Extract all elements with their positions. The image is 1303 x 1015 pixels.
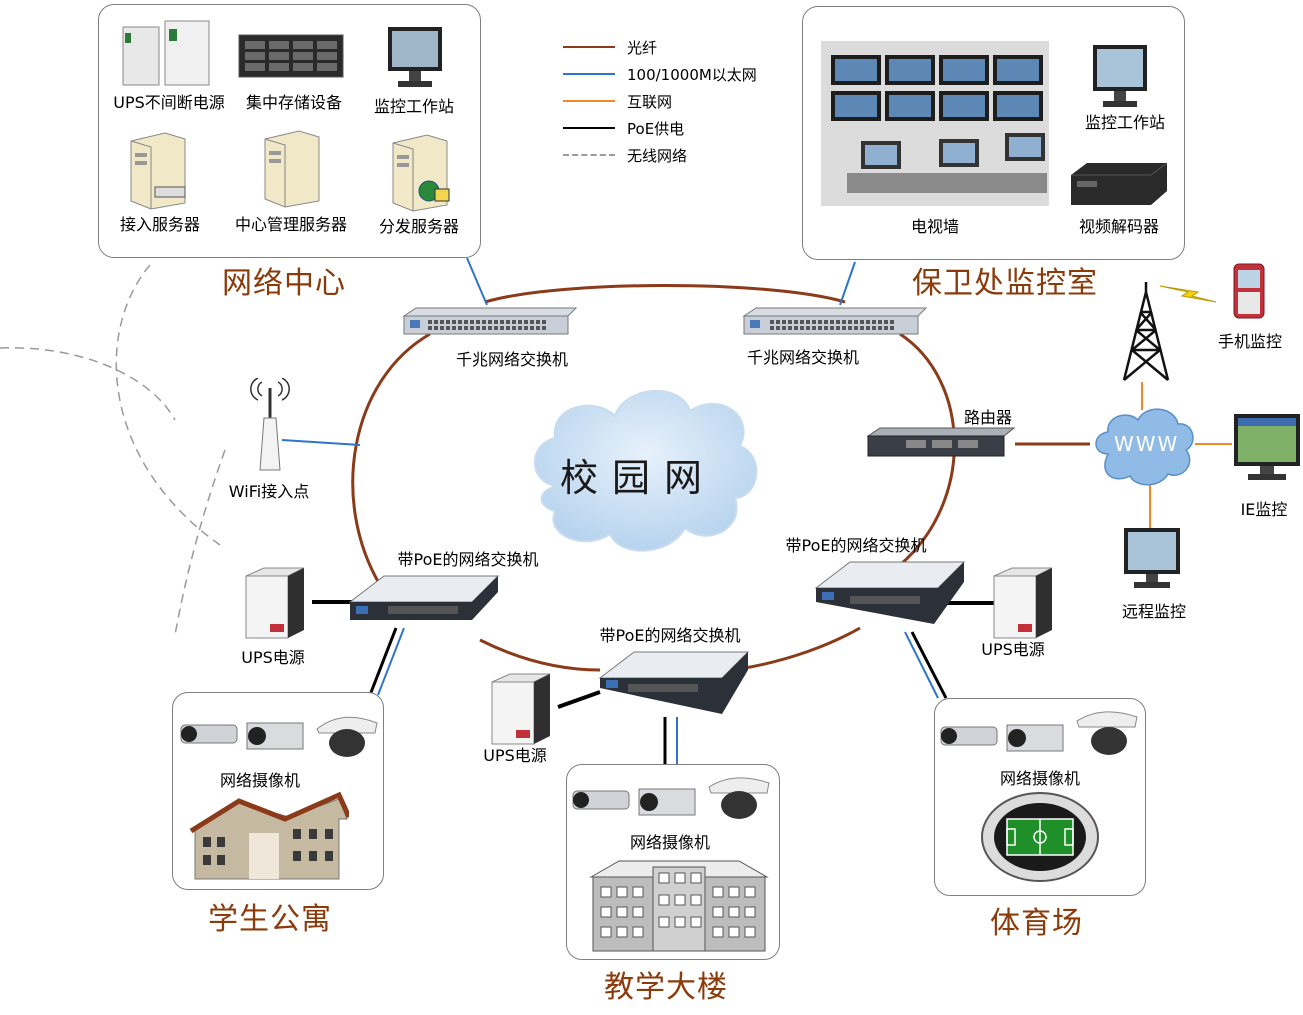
stadium-camera-label: 网络摄像机 [999, 769, 1080, 788]
mobile-phone-icon [1233, 263, 1265, 319]
stadium-title: 体育场 [990, 906, 1083, 941]
gigabit-switch-icon [402, 307, 578, 335]
poe-dorm [368, 627, 398, 696]
eth-wifi [281, 439, 361, 446]
dorm-panel: 网络摄像机 [172, 692, 384, 890]
mobile-monitor-label: 手机监控 [1217, 332, 1282, 351]
monitor-icon [1124, 528, 1180, 588]
wireless-arc-1 [115, 264, 221, 546]
camera-group-icon [572, 777, 770, 819]
teaching-camera-label: 网络摄像机 [629, 833, 710, 852]
security-workstation-label: 监控工作站 [1084, 113, 1165, 132]
stadium-panel: 网络摄像机 [934, 698, 1146, 896]
network-center-title: 网络中心 [222, 266, 346, 301]
switch-left-label: 千兆网络交换机 [455, 350, 568, 369]
poe-switch-icon [598, 651, 750, 714]
server-icon [130, 132, 186, 210]
camera-group-icon [940, 711, 1138, 755]
ups-unit-icon [245, 567, 305, 639]
remote-monitor-label: 远程监控 [1121, 602, 1186, 621]
access-server-label: 接入服务器 [119, 215, 200, 234]
legend-poe-line [563, 127, 615, 129]
legend-internet-label: 互联网 [627, 93, 673, 111]
network-center-panel: UPS不间断电源 集中存储设备 监控工作站 接入服务器 [98, 4, 481, 258]
ups-left-label: UPS电源 [241, 648, 305, 667]
ie-monitor-label: IE监控 [1240, 500, 1288, 519]
fiber-ring-bottom-left [479, 638, 601, 672]
security-room-title: 保卫处监控室 [912, 266, 1098, 301]
ups-unit-icon [491, 673, 551, 745]
fiber-ring-bottom-right [744, 626, 861, 670]
poe-ups-mid [557, 690, 601, 709]
ups-icon [122, 20, 210, 86]
poe-switch-right-label: 带PoE的网络交换机 [785, 536, 927, 555]
cloud-icon [533, 389, 758, 552]
eth-netcenter-switch [466, 257, 488, 306]
storage-icon [238, 34, 344, 78]
poe-switch-left-label: 带PoE的网络交换机 [397, 550, 539, 569]
stadium-icon [981, 792, 1099, 882]
teaching-title: 教学大楼 [604, 970, 728, 1005]
tv-wall-icon [821, 41, 1049, 206]
server-icon [264, 130, 320, 208]
dorm-title: 学生公寓 [208, 902, 332, 937]
eth-security-switch [839, 261, 856, 306]
router-label: 路由器 [963, 408, 1012, 427]
legend-internet-line [563, 100, 615, 102]
wifi-label: WiFi接入点 [228, 482, 310, 501]
switch-right-label: 千兆网络交换机 [746, 348, 859, 367]
ups-unit-icon [993, 567, 1053, 639]
ups-mid-label: UPS电源 [483, 746, 547, 765]
apartment-building-icon [189, 791, 349, 880]
eth-dorm [377, 627, 405, 696]
poe-switch-icon [348, 575, 500, 620]
storage-label: 集中存储设备 [245, 93, 342, 112]
camera-group-icon [180, 716, 378, 757]
decoder-label: 视频解码器 [1078, 217, 1159, 236]
campus-network-label: 校园网 [560, 456, 717, 500]
eth-stadium [904, 631, 939, 699]
server-globe-icon [392, 134, 450, 212]
tv-wall-label: 电视墙 [910, 217, 959, 236]
poe-stadium [910, 631, 948, 699]
antenna-tower-icon [1122, 282, 1170, 381]
poe-switch-icon [814, 561, 966, 624]
monitor-icon [1234, 414, 1300, 480]
legend-ethernet-label: 100/1000M以太网 [627, 66, 757, 84]
dist-server-label: 分发服务器 [378, 217, 459, 236]
mgmt-server-label: 中心管理服务器 [234, 215, 347, 234]
workstation-label: 监控工作站 [373, 97, 454, 116]
legend-fiber-label: 光纤 [627, 39, 658, 57]
school-building-icon [589, 860, 769, 952]
router-icon [866, 427, 1016, 457]
wifi-access-point-icon [250, 378, 290, 471]
gigabit-switch-icon [742, 307, 928, 335]
www-label: WWW [1114, 432, 1180, 456]
fiber-ring-top [484, 284, 846, 304]
lightning-icon [1159, 285, 1217, 303]
legend-fiber-line [563, 46, 615, 48]
ups-right-label: UPS电源 [981, 640, 1045, 659]
legend-ethernet-line [563, 73, 615, 75]
legend-wireless-label: 无线网络 [627, 147, 688, 165]
teaching-panel: 网络摄像机 [566, 764, 780, 960]
wireless-arc-3 [0, 347, 176, 421]
decoder-icon [1071, 162, 1168, 205]
monitor-icon [388, 27, 442, 87]
security-room-panel: 电视墙 监控工作站 视频解码器 [802, 6, 1185, 260]
poe-switch-mid-label: 带PoE的网络交换机 [599, 626, 741, 645]
www-cloud-icon [1095, 408, 1194, 486]
legend-wireless-line [563, 154, 615, 156]
legend-poe-label: PoE供电 [627, 120, 685, 138]
dorm-camera-label: 网络摄像机 [219, 771, 300, 790]
ups-label: UPS不间断电源 [113, 93, 225, 112]
wireless-arc-2 [174, 449, 226, 636]
monitor-icon [1093, 45, 1147, 107]
